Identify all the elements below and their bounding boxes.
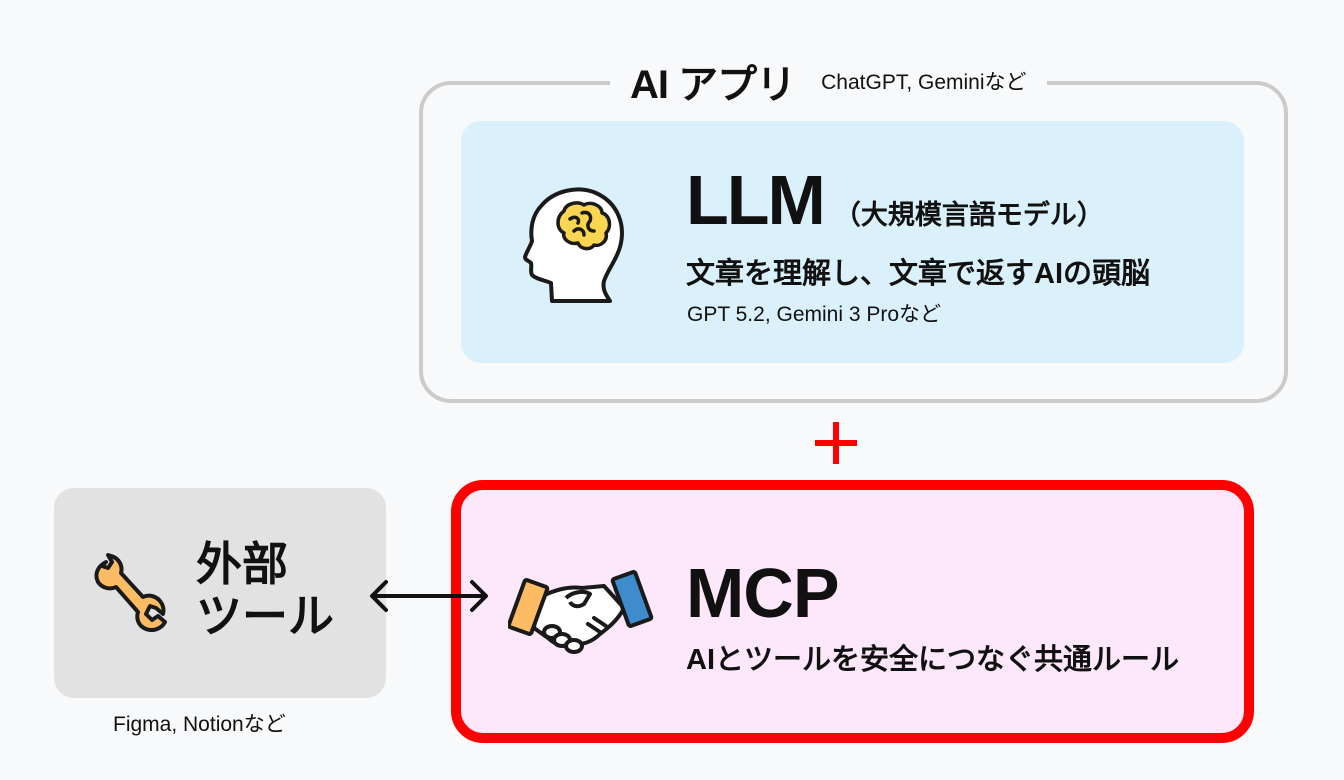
mcp-description: AIとツールを安全につなぐ共通ルール	[686, 644, 1180, 676]
ai-app-title: AI アプリ	[630, 63, 796, 107]
llm-title-row: LLM （大規模言語モデル）	[686, 160, 1104, 240]
brain-head-icon	[522, 185, 632, 303]
external-tool-box	[54, 488, 386, 698]
double-arrow-icon	[366, 578, 492, 614]
external-tool-title: 外部 ツール	[196, 538, 334, 642]
llm-title: LLM	[686, 161, 826, 239]
handshake-icon	[506, 568, 654, 656]
external-tool-title-line2: ツール	[196, 590, 334, 642]
ai-app-legend: AI アプリ ChatGPT, Geminiなど	[610, 56, 1047, 107]
external-tool-examples: Figma, Notionなど	[113, 713, 286, 736]
wrench-icon	[92, 552, 172, 633]
external-tool-title-line1: 外部	[196, 538, 288, 590]
llm-subtitle: （大規模言語モデル）	[833, 200, 1104, 230]
llm-description: 文章を理解し、文章で返すAIの頭脳	[686, 258, 1151, 290]
plus-icon	[815, 422, 857, 464]
ai-app-examples: ChatGPT, Geminiなど	[821, 71, 1027, 94]
mcp-title: MCP	[686, 554, 840, 632]
llm-examples: GPT 5.2, Gemini 3 Proなど	[687, 303, 942, 326]
